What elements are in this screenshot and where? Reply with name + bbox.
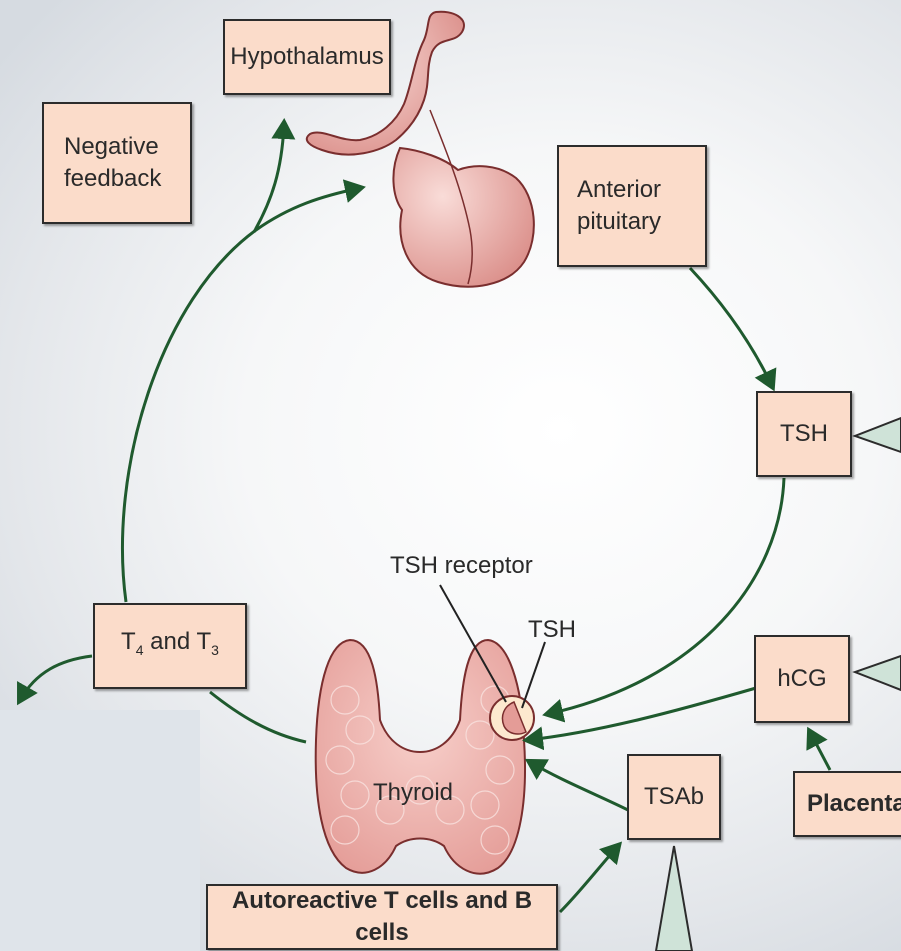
t4-subscript: 4 xyxy=(136,642,144,658)
triangle-hcg xyxy=(855,656,901,690)
line-thyroid-to-hormones xyxy=(210,692,306,742)
arrow-hcg-to-receptor xyxy=(528,688,756,740)
box-placenta: Placenta xyxy=(793,771,901,837)
box-anterior-pituitary-label: Anterior pituitary xyxy=(577,174,661,238)
box-tsh-label: TSH xyxy=(780,418,828,450)
t3-subscript: 3 xyxy=(211,642,219,658)
arrow-tsh-to-receptor xyxy=(548,478,784,714)
thyroid-illustration xyxy=(316,640,534,874)
label-tsh-receptor: TSH receptor xyxy=(390,552,533,580)
box-autoreactive-cells-label: Autoreactive T cells and B cells xyxy=(208,885,556,949)
box-tsab: TSAb xyxy=(627,754,721,840)
box-hcg-label: hCG xyxy=(777,663,826,695)
tsh-pointer xyxy=(522,642,545,708)
box-hypothalamus-label: Hypothalamus xyxy=(230,41,383,73)
box-t4-t3: T4 and T3 xyxy=(93,603,247,689)
box-negative-feedback-label: Negative feedback xyxy=(64,131,161,195)
box-t4-t3-label: T4 and T3 xyxy=(121,626,219,666)
arrow-feedback-to-pituitary xyxy=(122,188,360,602)
t4-letter: T xyxy=(121,628,136,655)
box-tsab-label: TSAb xyxy=(644,781,704,813)
box-negative-feedback: Negative feedback xyxy=(42,102,192,224)
box-hcg: hCG xyxy=(754,635,850,723)
t3-letter: T xyxy=(196,628,211,655)
and-word: and xyxy=(144,628,197,655)
box-placenta-label: Placenta xyxy=(807,788,901,820)
arrow-pituitary-to-tsh xyxy=(690,268,772,386)
arrow-cells-to-tsab xyxy=(560,846,618,912)
arrow-tsab-to-receptor xyxy=(530,762,628,810)
arrow-hormones-out xyxy=(20,656,92,700)
box-autoreactive-cells: Autoreactive T cells and B cells xyxy=(206,884,558,950)
label-thyroid: Thyroid xyxy=(373,779,453,807)
box-tsh: TSH xyxy=(756,391,852,477)
box-hypothalamus: Hypothalamus xyxy=(223,19,391,95)
label-tsh: TSH xyxy=(528,616,576,644)
arrow-placenta-to-hcg xyxy=(810,732,830,770)
box-anterior-pituitary: Anterior pituitary xyxy=(557,145,707,267)
triangle-tsab xyxy=(656,846,692,951)
triangle-tsh xyxy=(855,418,901,452)
